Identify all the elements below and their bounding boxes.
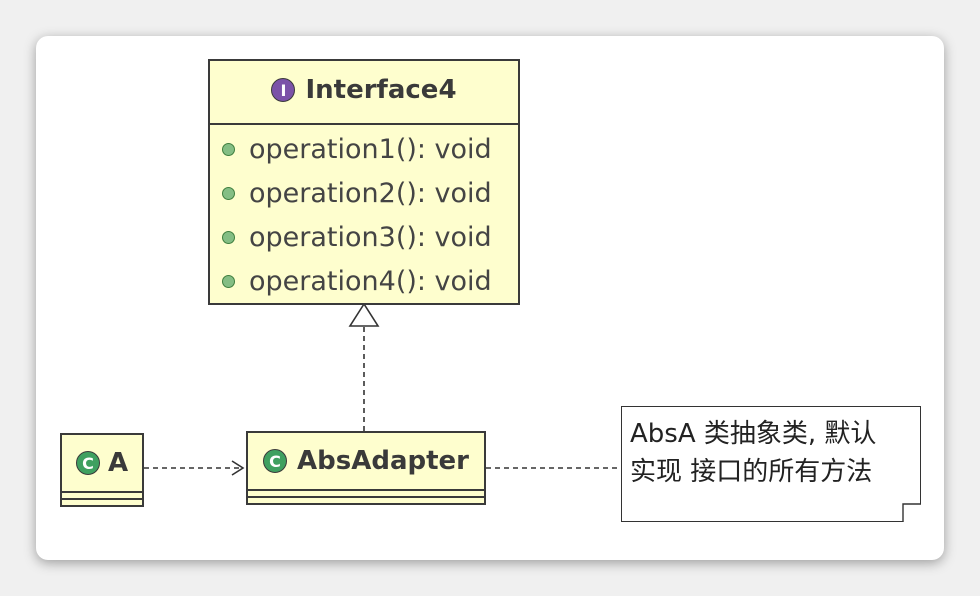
class-a-header: C A [62,435,142,491]
absadapter-separator-1 [248,489,484,491]
operation-label: operation1(): void [249,133,492,165]
note-box[interactable]: AbsA 类抽象类, 默认 实现 接口的所有方法 [621,406,921,522]
public-visibility-icon [222,274,235,288]
absadapter-header: C AbsAdapter [248,433,484,489]
operation-label: operation3(): void [249,221,492,253]
public-visibility-icon [222,142,235,156]
interface-separator [210,123,518,125]
operation-label: operation4(): void [249,265,492,297]
absadapter-name: AbsAdapter [297,446,469,476]
dependency-arrowhead [231,460,245,476]
connectors [144,302,621,476]
operation-row[interactable]: operation1(): void [210,127,518,171]
note-fold-corner [902,503,921,522]
class-a-separator-2 [62,498,142,500]
class-a-box[interactable]: C A [60,433,144,507]
absadapter-separator-2 [248,496,484,498]
interface-header: I Interface4 [210,61,518,119]
public-visibility-icon [222,230,235,244]
operation-row[interactable]: operation2(): void [210,171,518,215]
interface-operations: operation1(): void operation2(): void op… [210,125,518,303]
class-a-separator-1 [62,491,142,493]
public-visibility-icon [222,186,235,200]
diagram-canvas: I Interface4 operation1(): void operatio… [36,36,944,560]
interface-name: Interface4 [305,75,457,105]
note-line-2: 实现 接口的所有方法 [630,457,873,487]
class-a-name: A [107,448,129,478]
note-line-1: AbsA 类抽象类, 默认 [630,419,877,449]
class-stereotype-icon: C [263,449,287,473]
realization-arrowhead [348,302,380,327]
interface-box[interactable]: I Interface4 operation1(): void operatio… [208,59,520,305]
note-fold [902,503,921,522]
absadapter-box[interactable]: C AbsAdapter [246,431,486,505]
class-stereotype-icon: C [75,451,100,475]
operation-row[interactable]: operation3(): void [210,215,518,259]
interface-stereotype-icon: I [271,78,296,102]
operation-label: operation2(): void [249,177,492,209]
operation-row[interactable]: operation4(): void [210,259,518,303]
